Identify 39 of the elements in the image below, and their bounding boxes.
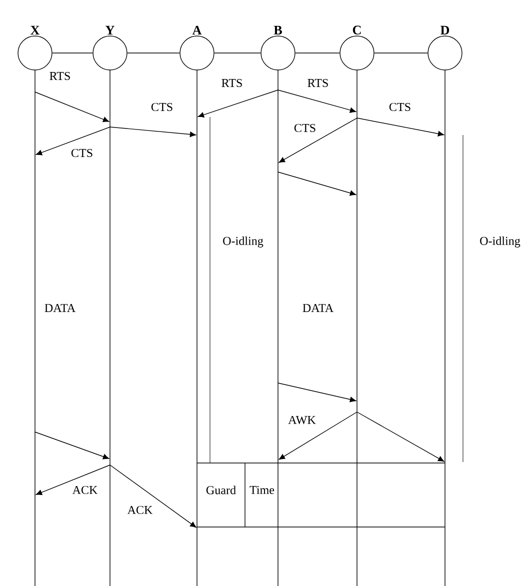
node-label: Y	[106, 26, 114, 34]
message-arrow	[278, 90, 356, 113]
edge-label: CTS	[388, 102, 412, 112]
node-label: C	[352, 26, 361, 34]
edge-label: RTS	[220, 78, 244, 88]
message-arrow	[34, 92, 110, 122]
link-line	[52, 52, 93, 54]
link-line	[374, 52, 428, 54]
edge-label: CTS	[292, 122, 318, 134]
message-arrow	[278, 118, 358, 163]
edge-label: RTS	[306, 78, 330, 88]
node-label: B	[274, 26, 282, 34]
edge-label: CTS	[150, 102, 174, 112]
message-arrow	[110, 464, 196, 528]
edge-label: RTS	[48, 70, 72, 82]
node-label: D	[440, 26, 450, 34]
text-label: O-idling	[223, 236, 264, 248]
edge-label: AWK	[287, 414, 317, 426]
node-label: X	[30, 26, 40, 34]
message-arrow	[36, 464, 110, 496]
message-arrow	[278, 412, 358, 460]
link-line	[295, 52, 340, 54]
link-line	[127, 52, 180, 54]
message-arrow	[34, 432, 110, 460]
message-arrow	[278, 172, 356, 196]
message-arrow	[110, 126, 196, 138]
message-arrow	[278, 382, 356, 402]
message-arrow	[198, 90, 278, 118]
message-arrow	[36, 126, 110, 156]
node-label: A	[192, 26, 202, 34]
message-arrow	[356, 118, 444, 136]
edge-label: ACK	[71, 484, 99, 496]
text-label: DATA	[44, 304, 76, 312]
text-label: DATA	[302, 304, 334, 312]
link-line	[214, 52, 261, 54]
message-arrow	[356, 412, 444, 462]
text-label: O-idling	[480, 236, 520, 248]
edge-label: ACK	[126, 504, 154, 516]
edge-label: CTS	[70, 148, 94, 158]
